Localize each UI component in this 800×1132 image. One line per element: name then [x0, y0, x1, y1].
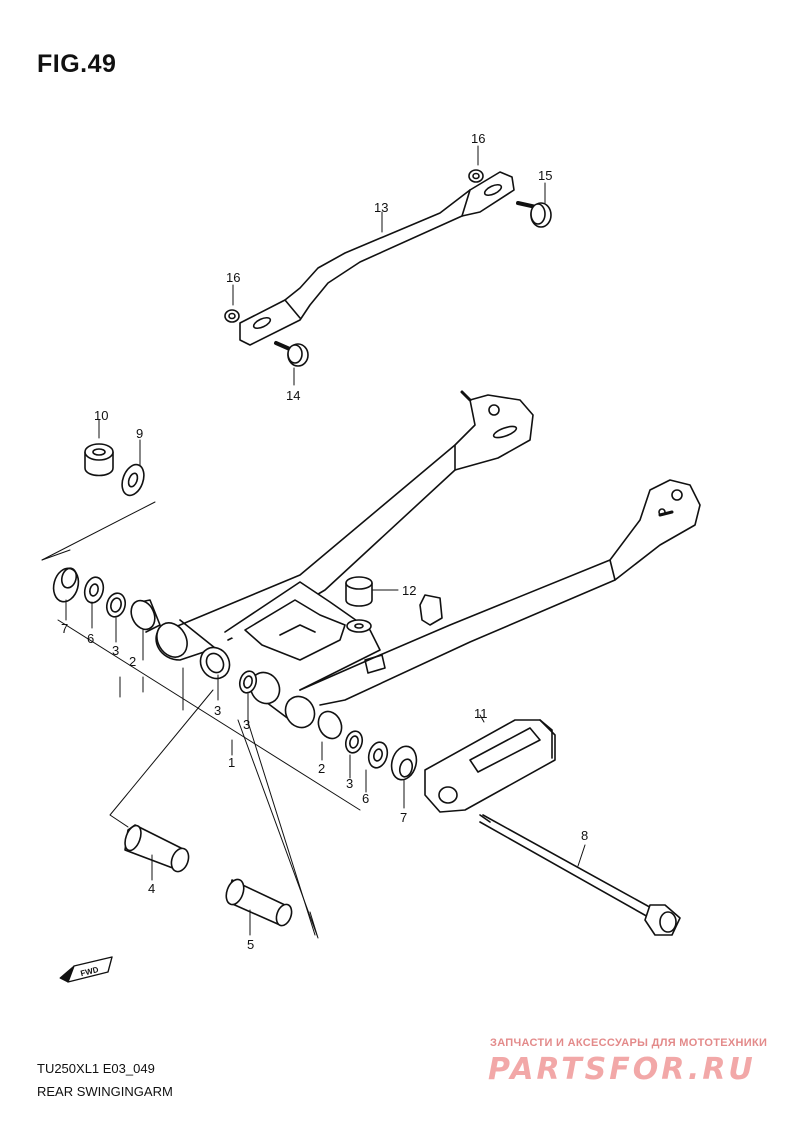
part-16-nut-upper	[468, 169, 484, 183]
callout-9: 9	[136, 426, 143, 441]
leader-lines	[41, 145, 586, 939]
callout-10: 10	[94, 408, 108, 423]
part-13-brace	[239, 171, 515, 346]
part-9-washer	[121, 463, 145, 497]
part-15-bolt	[516, 201, 552, 228]
callout-2-left: 2	[129, 654, 136, 669]
callout-3-center-b: 3	[243, 717, 250, 732]
callout-3-center-a: 3	[214, 703, 221, 718]
watermark-brand: PARTSFOR.RU	[488, 1052, 756, 1087]
part-3-bearing-center	[238, 670, 258, 694]
callout-3-left: 3	[112, 643, 119, 658]
callout-3-right: 3	[346, 776, 353, 791]
callout-2-right: 2	[318, 761, 325, 776]
callout-7-right: 7	[400, 810, 407, 825]
part-16-nut-lower	[224, 309, 240, 323]
part-3-bearing-right	[344, 730, 364, 754]
callout-15: 15	[538, 168, 552, 183]
fwd-label: FWD	[80, 965, 100, 978]
part-6-washer-right	[367, 741, 389, 769]
part-2-spacer-left	[130, 599, 161, 633]
callout-4: 4	[148, 881, 155, 896]
model-code: TU250XL1 E03_049	[37, 1061, 155, 1076]
part-10-nut	[84, 443, 114, 477]
figure-title: FIG.49	[37, 50, 117, 78]
callout-16-upper: 16	[471, 131, 485, 146]
section-name: REAR SWINGINGARM	[37, 1084, 173, 1099]
callout-12: 12	[402, 583, 416, 598]
part-7-seal-left	[52, 567, 80, 603]
callout-7-left: 7	[61, 621, 68, 636]
part-8-axle	[479, 814, 681, 936]
fwd-arrow-icon: FWD	[59, 956, 113, 983]
part-6-washer-left	[83, 576, 105, 604]
part-11-adjuster	[424, 719, 556, 813]
part-1-swingarm	[155, 390, 701, 729]
part-4-sleeve	[124, 824, 190, 873]
part-2-spacer-right	[317, 710, 343, 740]
watermark-tagline: ЗАПЧАСТИ И АКСЕССУАРЫ ДЛЯ МОТОТЕХНИКИ	[490, 1037, 768, 1049]
callout-6-right: 6	[362, 791, 369, 806]
callout-6-left: 6	[87, 631, 94, 646]
callout-16-lower: 16	[226, 270, 240, 285]
part-7-seal-right	[390, 745, 418, 781]
callout-11: 11	[474, 706, 488, 721]
part-12-rubber	[345, 576, 373, 633]
callout-8: 8	[581, 828, 588, 843]
part-3-bearing-left	[105, 592, 127, 618]
callout-14: 14	[286, 388, 300, 403]
callout-1: 1	[228, 755, 235, 770]
callout-5: 5	[247, 937, 254, 952]
callout-13: 13	[374, 200, 388, 215]
part-14-bolt	[274, 341, 309, 367]
part-5-collar	[225, 878, 293, 927]
